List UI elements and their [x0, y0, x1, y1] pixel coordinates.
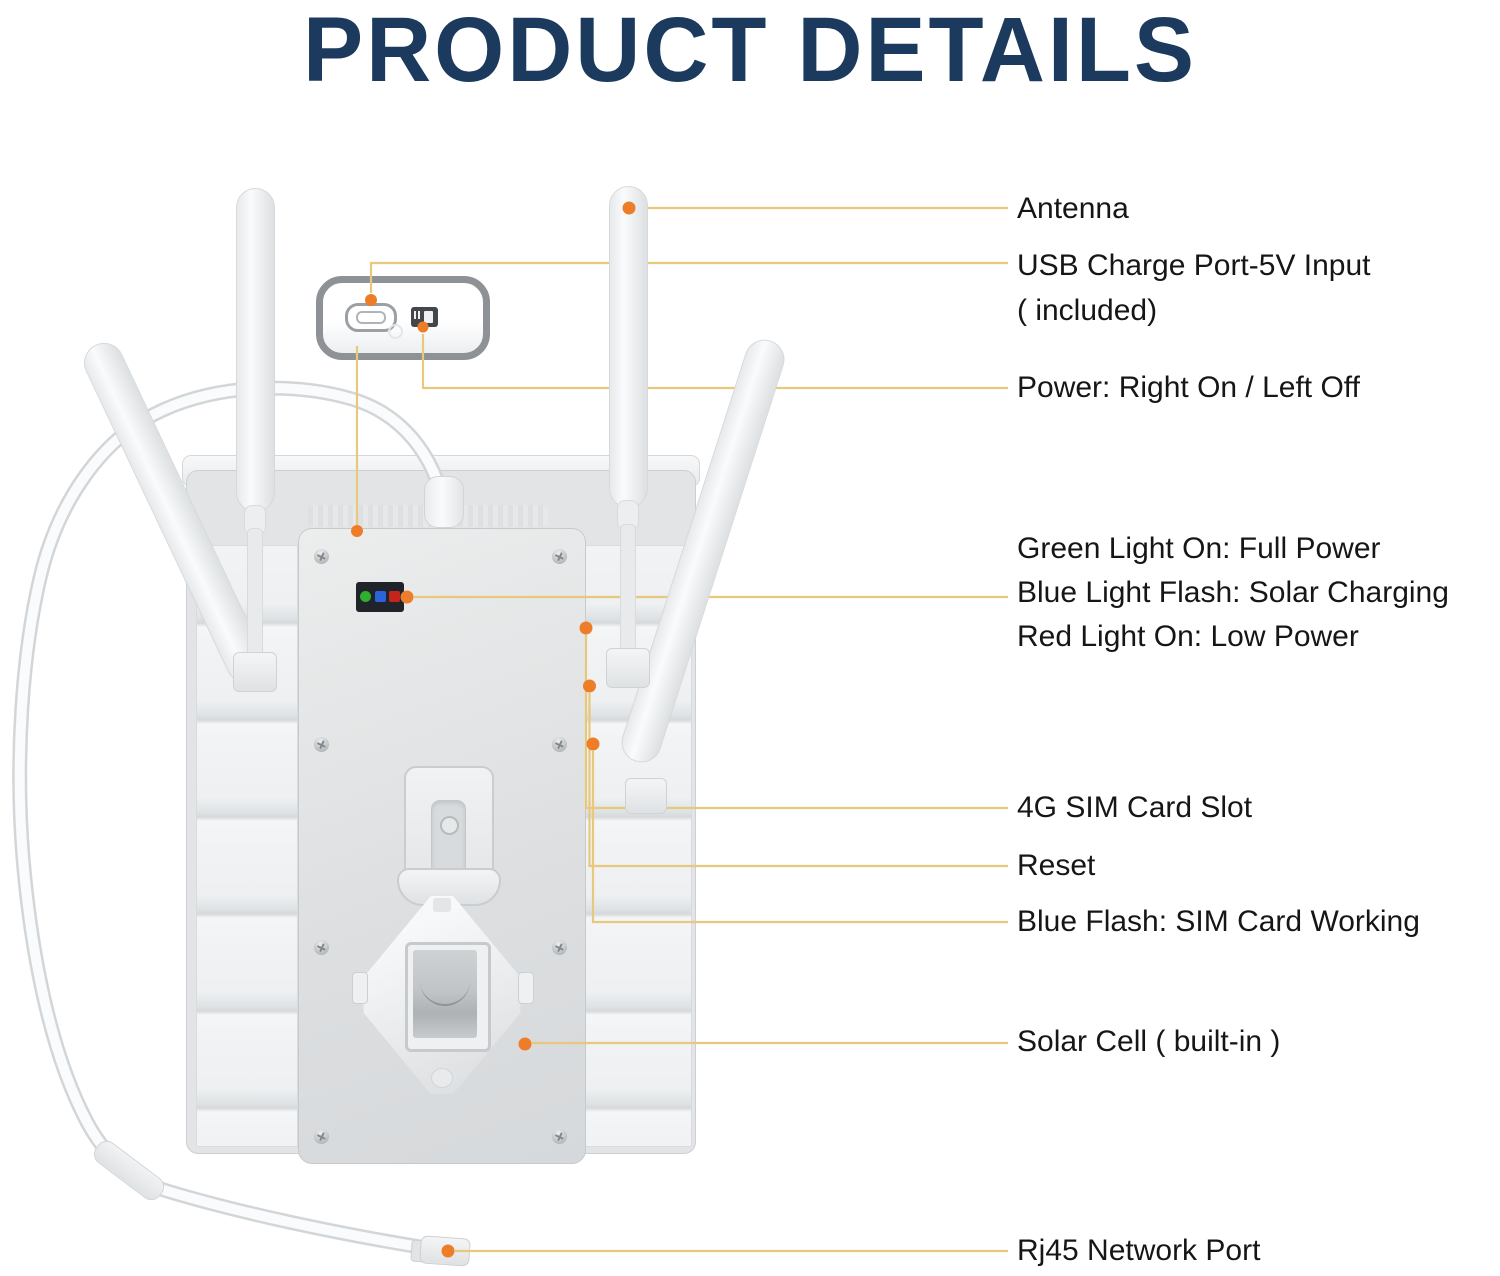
status-led-panel — [356, 582, 404, 612]
antenna-left-vertical — [236, 188, 275, 512]
antenna-right-stem — [620, 524, 636, 656]
label-usb-line2: ( included) — [1017, 294, 1158, 327]
red-led-icon — [389, 591, 400, 602]
label-led-blue: Blue Light Flash: Solar Charging — [1017, 576, 1449, 609]
label-led-green: Green Light On: Full Power — [1017, 532, 1381, 565]
inset-detail-circle — [388, 324, 403, 339]
hex-bottom-notch — [431, 1068, 453, 1088]
antenna-left-stem — [247, 528, 263, 660]
cable-gland — [424, 476, 464, 528]
label-usb: USB Charge Port-5V Input ( included) — [1017, 243, 1371, 333]
antenna-right-lower-hinge — [625, 778, 667, 814]
page-title: PRODUCT DETAILS — [303, 0, 1197, 101]
label-reset: Reset — [1017, 849, 1096, 882]
usb-c-pin-icon — [356, 311, 386, 324]
green-led-icon — [360, 591, 371, 602]
label-usb-line1: USB Charge Port-5V Input — [1017, 249, 1371, 282]
antenna-right-vertical — [609, 186, 648, 508]
label-sim: 4G SIM Card Slot — [1017, 791, 1253, 824]
label-sim-led: Blue Flash: SIM Card Working — [1017, 905, 1420, 938]
hex-right-tab — [518, 972, 534, 1004]
power-switch-icon — [411, 307, 438, 327]
mount-arm-hole — [440, 816, 459, 835]
hex-top-notch — [433, 898, 451, 912]
cable-ferrule — [89, 1136, 169, 1205]
label-power: Power: Right On / Left Off — [1017, 371, 1360, 404]
antenna-right-hinge — [606, 648, 650, 688]
label-led-red: Red Light On: Low Power — [1017, 620, 1359, 653]
antenna-left-hinge — [233, 652, 277, 692]
hex-left-tab — [352, 972, 368, 1004]
label-solar: Solar Cell ( built-in ) — [1017, 1025, 1281, 1058]
usb-detail-inset — [316, 276, 490, 360]
mount-arm-slot — [431, 800, 466, 874]
label-antenna: Antenna — [1017, 192, 1129, 225]
label-rj45: Rj45 Network Port — [1017, 1234, 1261, 1267]
label-status-leds: Green Light On: Full Power Blue Light Fl… — [1017, 527, 1449, 659]
callout-line-power — [421, 334, 1008, 390]
rj45-connector-tip — [419, 1235, 471, 1267]
blue-led-icon — [375, 591, 386, 602]
